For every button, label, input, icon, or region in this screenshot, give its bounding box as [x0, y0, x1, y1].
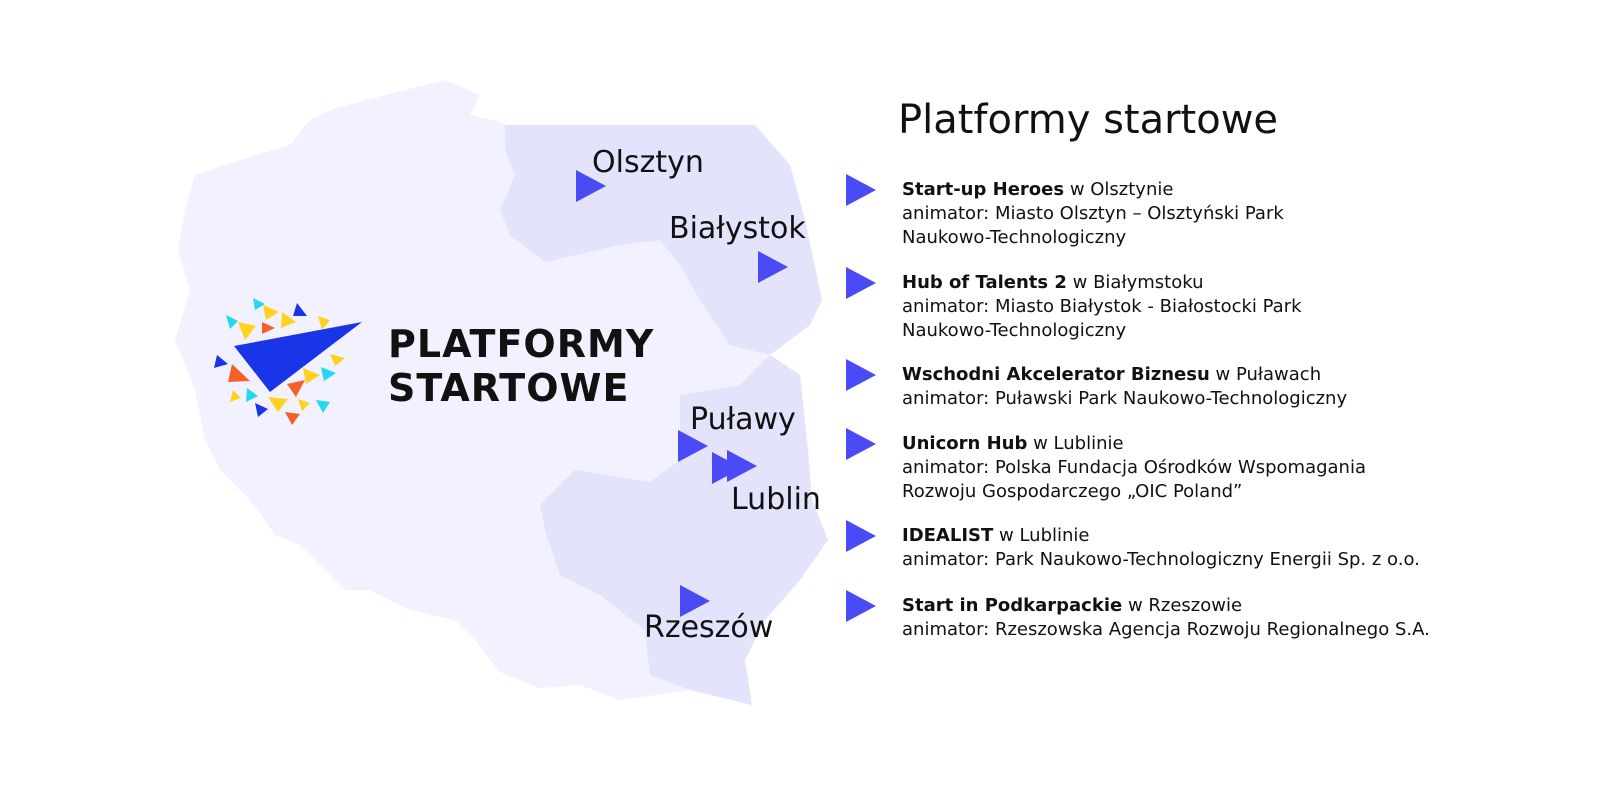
platform-location: w Puławach: [1215, 364, 1322, 385]
animator-line: Naukowo-Technologiczny: [902, 320, 1127, 341]
platform-location: w Białymstoku: [1072, 272, 1204, 293]
logo-line-2: STARTOWE: [388, 366, 630, 410]
confetti-triangle: [238, 322, 256, 340]
platform-name: Hub of Talents 2: [902, 272, 1067, 293]
play-triangle-icon: [846, 428, 876, 460]
confetti-triangle: [285, 412, 300, 425]
confetti-triangle: [293, 303, 307, 316]
platform-location: w Rzeszowie: [1127, 595, 1243, 616]
play-triangle-icon: [758, 251, 788, 283]
play-triangle-icon: [678, 430, 708, 462]
confetti-triangle: [262, 322, 275, 334]
map-markers: [576, 170, 788, 617]
platform-location: w Lublinie: [999, 525, 1090, 546]
confetti-triangle: [268, 397, 288, 412]
confetti-triangle: [298, 399, 310, 411]
play-triangle-icon: [846, 267, 876, 299]
platform-location: w Lublinie: [1033, 433, 1124, 454]
play-triangle-icon: [727, 450, 757, 482]
platform-name: Wschodni Akcelerator Biznesu: [902, 364, 1210, 385]
play-triangle-icon: [846, 520, 876, 552]
confetti-triangle: [253, 298, 265, 310]
confetti-triangle: [318, 316, 330, 330]
platform-logo-wordmark: PLATFORMY STARTOWE: [388, 322, 654, 410]
confetti-triangle: [214, 355, 228, 368]
animator-line: animator: Park Naukowo-Technologiczny En…: [902, 549, 1420, 570]
confetti-triangle: [226, 315, 238, 329]
confetti-triangle: [321, 367, 336, 381]
logo-line-1: PLATFORMY: [388, 322, 655, 366]
city-label-pulawy: Puławy: [690, 402, 796, 437]
play-triangle-icon: [576, 170, 606, 202]
animator-line: Rozwoju Gospodarczego „OIC Poland”: [902, 481, 1243, 502]
play-triangle-icon: [846, 359, 876, 391]
animator-line: animator: Puławski Park Naukowo-Technolo…: [902, 388, 1348, 409]
animator-line: animator: Polska Fundacja Ośrodków Wspom…: [902, 457, 1367, 478]
animator-line: animator: Miasto Białystok - Białostocki…: [902, 296, 1302, 317]
animator-line: animator: Miasto Olsztyn – Olsztyński Pa…: [902, 203, 1284, 224]
animator-line: animator: Rzeszowska Agencja Rozwoju Reg…: [902, 619, 1430, 640]
confetti-triangle: [316, 400, 330, 413]
city-label-olsztyn: Olsztyn: [592, 145, 704, 180]
confetti-triangle: [263, 305, 279, 320]
city-label-rzeszow: Rzeszów: [644, 610, 774, 645]
play-triangle-icon: [680, 585, 710, 617]
play-triangle-icon: [846, 174, 876, 206]
platform-name: Start in Podkarpackie: [902, 595, 1123, 616]
platform-name: IDEALIST: [902, 525, 994, 546]
city-label-bialystok: Białystok: [669, 211, 806, 246]
play-triangle-icon: [846, 590, 876, 622]
confetti-triangle: [246, 388, 258, 402]
region-south-east: [540, 355, 828, 705]
platform-location: w Olsztynie: [1069, 179, 1174, 200]
city-label-lublin: Lublin: [731, 482, 821, 517]
paper-plane-shape: [234, 322, 362, 392]
confetti-triangle: [281, 312, 296, 328]
confetti-triangle: [230, 390, 241, 402]
platform-name: Start-up Heroes: [902, 179, 1065, 200]
page-title: Platformy startowe: [898, 97, 1279, 143]
confetti-triangle: [303, 368, 320, 384]
confetti-triangle: [255, 403, 268, 417]
platform-name: Unicorn Hub: [902, 433, 1028, 454]
list-markers: [846, 174, 876, 622]
confetti-triangle: [330, 354, 345, 366]
confetti-triangle: [287, 380, 305, 397]
animator-line: Naukowo-Technologiczny: [902, 227, 1127, 248]
paper-plane-confetti-icon: [214, 298, 362, 425]
confetti-triangle: [228, 364, 250, 382]
